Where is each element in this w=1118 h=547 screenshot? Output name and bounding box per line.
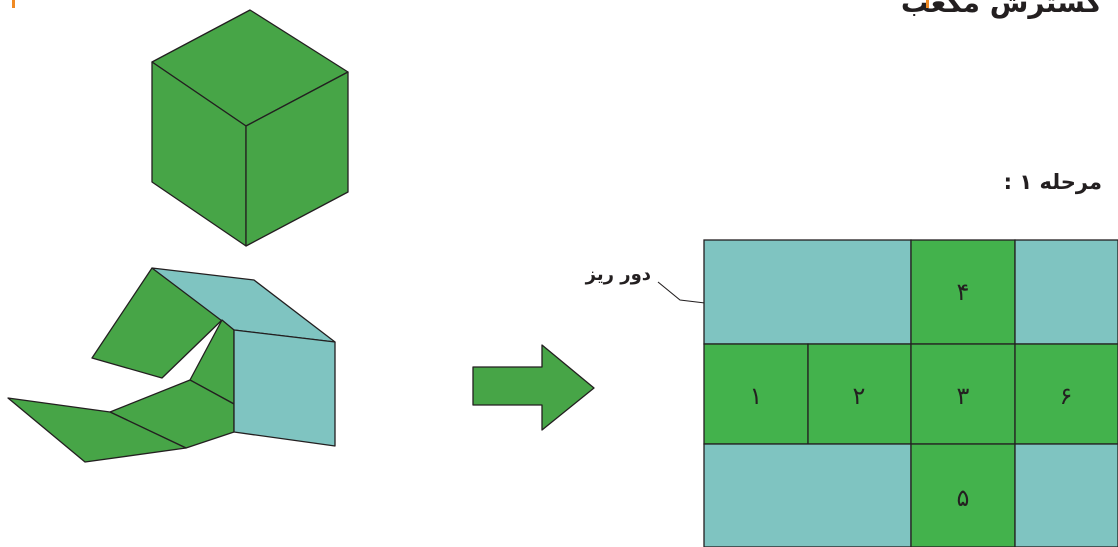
right-arrow-icon (472, 344, 595, 431)
waste-label: دور ریز (585, 264, 651, 285)
step-label: مرحله ۱ : (1003, 170, 1102, 194)
face-1 (703, 343, 809, 445)
cube-right-face (245, 71, 349, 247)
unfolding-cube (7, 267, 336, 463)
face-label-5: ۵ (957, 484, 970, 512)
header-accent-mark-left (12, 0, 15, 8)
face-2 (807, 343, 912, 445)
closed-cube (151, 9, 349, 247)
face-6 (1014, 343, 1118, 445)
face-label-4: ۴ (957, 278, 970, 306)
face-label-6: ۶ (1060, 382, 1073, 410)
waste-top-left (703, 239, 912, 345)
face-label-1: ۱ (750, 382, 763, 410)
waste-bottom-right (1014, 443, 1118, 547)
header-accent-mark-right (926, 0, 929, 8)
face-4 (910, 239, 1016, 345)
waste-bottom-left (703, 443, 912, 547)
unfold-front-teal (233, 329, 336, 447)
unfold-flap-lower (7, 397, 187, 463)
page-title: گسترش مکعب (900, 0, 1102, 19)
cube-net (703, 239, 1118, 547)
waste-top-right (1014, 239, 1118, 345)
face-label-3: ۳ (957, 382, 970, 410)
face-label-2: ۲ (853, 382, 866, 410)
face-5 (910, 443, 1016, 547)
